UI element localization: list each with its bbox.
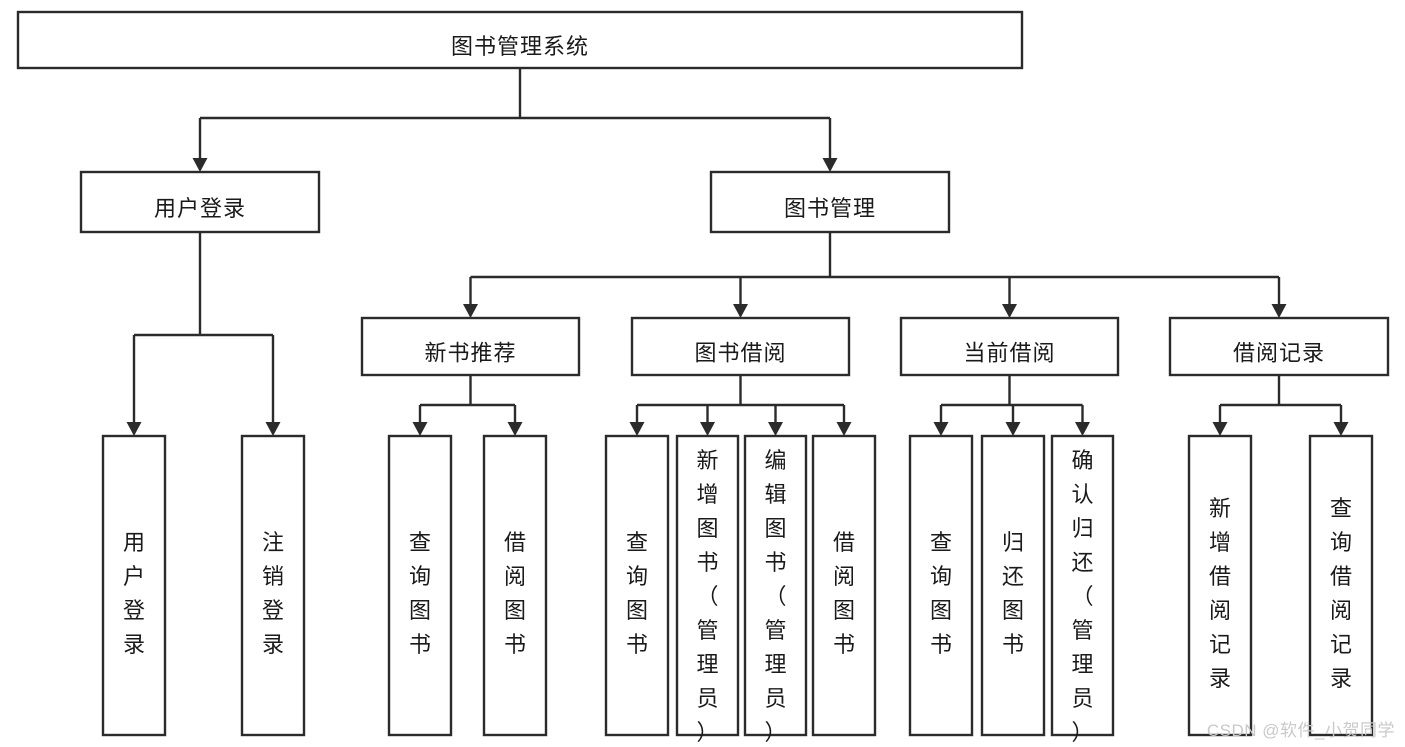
- node-label: 借阅图书: [833, 530, 855, 657]
- node-label: 借阅记录: [1233, 340, 1325, 365]
- node-leaf-9[interactable]: 归还图书: [980, 434, 1046, 737]
- node-leaf-8[interactable]: 查询图书: [908, 434, 974, 737]
- node-label: 查询图书: [930, 530, 952, 657]
- node-level3-3[interactable]: 借阅记录: [1168, 316, 1390, 377]
- arrow-head-icon: [733, 304, 748, 318]
- node-leaf-5[interactable]: 新增图书（管理员）: [675, 434, 740, 745]
- node-box: [709, 170, 951, 234]
- node-label: 查询图书: [626, 530, 648, 657]
- node-label: 图书借阅: [694, 340, 786, 365]
- arrow-head-icon: [1271, 304, 1287, 318]
- node-leaf-12[interactable]: 查询借阅记录: [1308, 434, 1374, 737]
- arrow-head-icon: [629, 422, 645, 436]
- node-label: 图书管理系统: [451, 34, 589, 59]
- node-level3-1[interactable]: 图书借阅: [630, 316, 851, 377]
- node-label: 编辑图书（管理员）: [764, 448, 786, 745]
- node-box: [675, 434, 740, 737]
- node-leaf-3[interactable]: 借阅图书: [482, 434, 548, 737]
- node-leaf-10[interactable]: 确认归还（管理员）: [1050, 434, 1115, 745]
- node-label: 查询图书: [409, 530, 431, 657]
- node-label: 新增图书（管理员）: [696, 448, 718, 745]
- node-leaf-1[interactable]: 注销登录: [240, 434, 306, 737]
- node-level2-1[interactable]: 图书管理: [709, 170, 951, 234]
- arrow-head-icon: [126, 422, 142, 436]
- node-label: 当前借阅: [963, 340, 1055, 365]
- arrow-head-icon: [265, 422, 281, 436]
- arrow-head-icon: [1333, 422, 1349, 436]
- node-label: 归还图书: [1002, 530, 1024, 657]
- node-label: 新增借阅记录: [1209, 496, 1231, 691]
- node-label: 图书管理: [784, 196, 876, 221]
- node-leaf-6[interactable]: 编辑图书（管理员）: [743, 434, 808, 745]
- node-box: [811, 434, 877, 737]
- node-box: [1168, 316, 1390, 377]
- node-box: [16, 10, 1024, 70]
- node-leaf-11[interactable]: 新增借阅记录: [1187, 434, 1253, 737]
- node-level3-2[interactable]: 当前借阅: [899, 316, 1120, 377]
- arrow-head-icon: [1075, 422, 1090, 436]
- arrow-head-icon: [463, 304, 478, 318]
- node-leaf-7[interactable]: 借阅图书: [811, 434, 877, 737]
- node-box: [482, 434, 548, 737]
- node-label: 用户登录: [123, 530, 145, 657]
- node-box: [980, 434, 1046, 737]
- arrow-head-icon: [822, 158, 838, 172]
- connector-layer: [126, 68, 1349, 436]
- node-box: [908, 434, 974, 737]
- node-root-0[interactable]: 图书管理系统: [16, 10, 1024, 70]
- node-box: [630, 316, 851, 377]
- arrow-head-icon: [1002, 304, 1017, 318]
- node-leaf-0[interactable]: 用户登录: [101, 434, 167, 737]
- node-box: [101, 434, 167, 737]
- node-box: [743, 434, 808, 737]
- node-box: [240, 434, 306, 737]
- node-label: 查询借阅记录: [1330, 496, 1352, 691]
- arrow-head-icon: [768, 422, 783, 436]
- node-leaf-4[interactable]: 查询图书: [604, 434, 670, 737]
- node-level2-0[interactable]: 用户登录: [79, 170, 321, 234]
- node-layer: 图书管理系统用户登录图书管理新书推荐图书借阅当前借阅借阅记录用户登录注销登录查询…: [16, 10, 1390, 745]
- node-label: 借阅图书: [504, 530, 526, 657]
- node-box: [604, 434, 670, 737]
- node-box: [79, 170, 321, 234]
- arrow-head-icon: [507, 422, 523, 436]
- node-box: [1308, 434, 1374, 737]
- node-box: [1187, 434, 1253, 737]
- arrow-head-icon: [836, 422, 852, 436]
- arrow-head-icon: [933, 422, 949, 436]
- node-label: 注销登录: [262, 530, 284, 657]
- arrow-head-icon: [192, 158, 208, 172]
- node-label: 确认归还（管理员）: [1071, 448, 1093, 745]
- node-label: 新书推荐: [424, 340, 516, 365]
- node-box: [387, 434, 453, 737]
- node-box: [899, 316, 1120, 377]
- node-leaf-2[interactable]: 查询图书: [387, 434, 453, 737]
- arrow-head-icon: [700, 422, 715, 436]
- arrow-head-icon: [1005, 422, 1021, 436]
- node-box: [360, 316, 581, 377]
- node-box: [1050, 434, 1115, 737]
- arrow-head-icon: [412, 422, 428, 436]
- node-label: 用户登录: [154, 196, 246, 221]
- arrow-head-icon: [1212, 422, 1228, 436]
- node-level3-0[interactable]: 新书推荐: [360, 316, 581, 377]
